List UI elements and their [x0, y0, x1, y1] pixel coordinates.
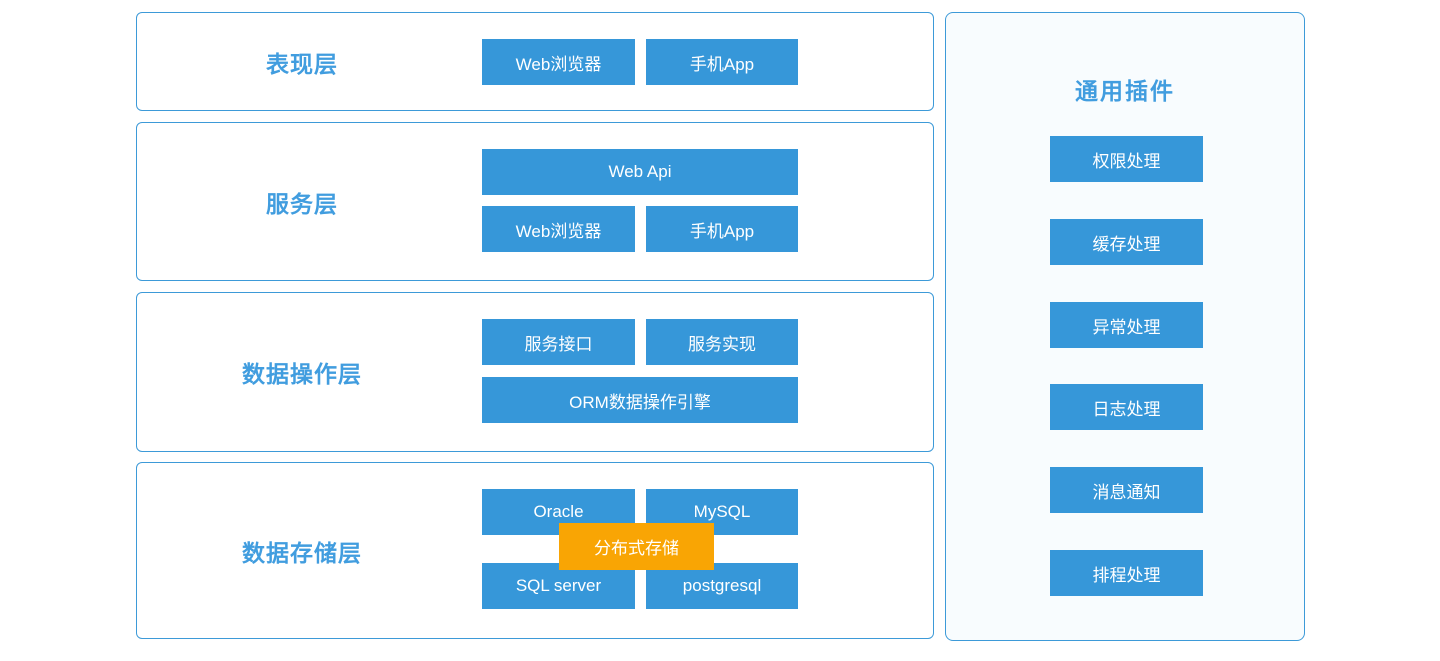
block-service-implementation: 服务实现 — [646, 319, 798, 365]
block-mobile-app: 手机App — [646, 206, 798, 252]
block-permission-handling: 权限处理 — [1050, 136, 1203, 182]
block-service-interface: 服务接口 — [482, 319, 635, 365]
block-oracle: Oracle — [482, 489, 635, 535]
layer-title-data-storage: 数据存储层 — [242, 539, 362, 566]
block-orm-engine: ORM数据操作引擎 — [482, 377, 798, 423]
block-schedule-handling: 排程处理 — [1050, 550, 1203, 596]
block-sql-server: SQL server — [482, 563, 635, 609]
plugins-panel-title: 通用插件 — [1075, 78, 1175, 104]
block-log-handling: 日志处理 — [1050, 384, 1203, 430]
block-exception-handling: 异常处理 — [1050, 302, 1203, 348]
layer-title-service: 服务层 — [266, 190, 338, 217]
block-cache-handling: 缓存处理 — [1050, 219, 1203, 265]
block-web-browser: Web浏览器 — [482, 206, 635, 252]
layer-box-service: 服务层 Web Api Web浏览器 手机App — [136, 122, 934, 281]
layer-box-data-operation: 数据操作层 服务接口 服务实现 ORM数据操作引擎 — [136, 292, 934, 452]
block-message-notification: 消息通知 — [1050, 467, 1203, 513]
block-web-browser: Web浏览器 — [482, 39, 635, 85]
layer-box-presentation: 表现层 Web浏览器 手机App — [136, 12, 934, 111]
plugins-panel: 通用插件 权限处理 缓存处理 异常处理 日志处理 消息通知 排程处理 — [945, 12, 1305, 641]
block-distributed-storage: 分布式存储 — [559, 523, 714, 570]
block-mobile-app: 手机App — [646, 39, 798, 85]
layer-title-data-operation: 数据操作层 — [242, 361, 362, 387]
layer-title-presentation: 表现层 — [266, 50, 338, 77]
block-postgresql: postgresql — [646, 563, 798, 609]
layer-box-data-storage: 数据存储层 Oracle MySQL SQL server postgresql… — [136, 462, 934, 639]
block-web-api: Web Api — [482, 149, 798, 195]
